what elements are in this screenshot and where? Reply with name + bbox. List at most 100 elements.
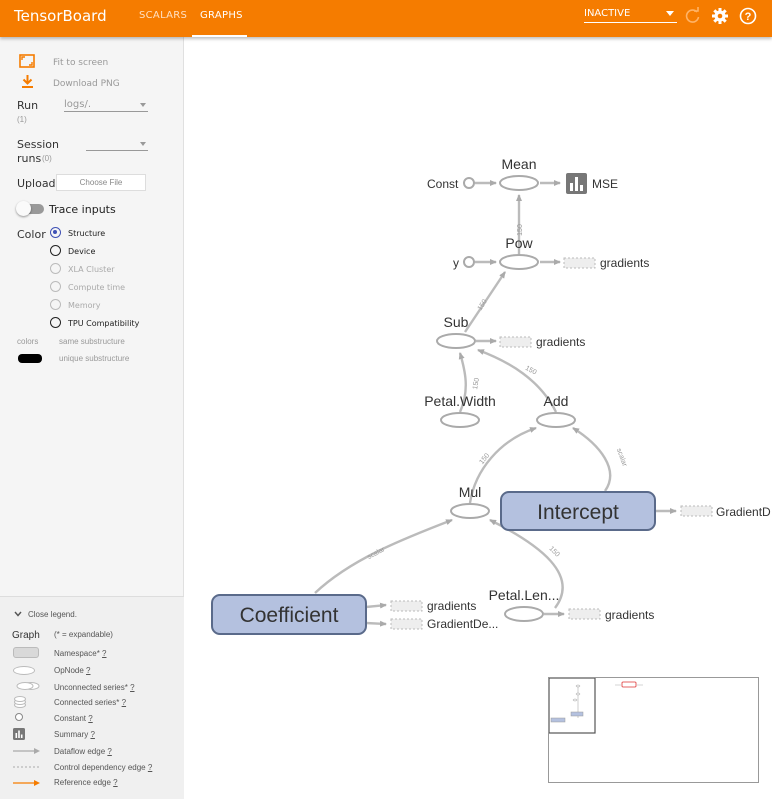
radio-memory bbox=[50, 299, 61, 310]
run-status-select[interactable]: INACTIVE bbox=[584, 8, 677, 23]
summary-legend-icon bbox=[13, 728, 25, 740]
summary-icon[interactable] bbox=[566, 173, 587, 194]
radio-structure[interactable] bbox=[50, 227, 61, 238]
edge-coefficient-mul bbox=[314, 518, 453, 594]
node-label-coefficient: Coefficient bbox=[240, 604, 339, 627]
help-link[interactable]: ? bbox=[147, 763, 153, 772]
help-link[interactable]: ? bbox=[113, 778, 118, 787]
namespace-legend-icon bbox=[13, 647, 39, 658]
node-add[interactable] bbox=[536, 412, 576, 428]
chevron-down-icon bbox=[140, 142, 146, 146]
radio-label-tpu-compatibility: TPU Compatibility bbox=[68, 319, 140, 328]
edge-petalwidth-sub bbox=[458, 352, 467, 413]
graph-canvas[interactable]: 150 150 150 150 150 scalar scalar 150 Me… bbox=[185, 37, 772, 799]
run-select[interactable]: logs/. bbox=[64, 99, 148, 112]
node-pow[interactable] bbox=[499, 254, 539, 270]
node-label-petal-length-gradients: gradients bbox=[605, 608, 654, 622]
radio-label-memory: Memory bbox=[68, 301, 101, 310]
node-mean[interactable] bbox=[499, 175, 539, 191]
edge-sub-pow bbox=[464, 271, 506, 333]
svg-text:?: ? bbox=[745, 11, 752, 23]
toggle-knob bbox=[16, 201, 31, 216]
radio-label-compute-time: Compute time bbox=[68, 283, 126, 292]
node-sub[interactable] bbox=[436, 333, 476, 349]
download-icon[interactable] bbox=[21, 75, 34, 89]
legend-item-summary: Summary ? bbox=[54, 730, 95, 739]
connected-series-legend-icon bbox=[14, 696, 26, 708]
node-label-sub: Sub bbox=[444, 314, 469, 330]
reference-edge-legend-icon bbox=[13, 780, 40, 786]
node-sub-gradients[interactable] bbox=[499, 336, 532, 348]
node-coefficient-gradientdescent[interactable] bbox=[390, 618, 423, 630]
node-pow-gradients[interactable] bbox=[563, 257, 596, 269]
node-label-pow-gradients: gradients bbox=[600, 256, 649, 270]
run-count: (1) bbox=[17, 115, 27, 124]
fit-to-screen-icon[interactable] bbox=[19, 54, 35, 68]
colors-label: colors bbox=[17, 337, 39, 346]
node-const[interactable] bbox=[463, 177, 475, 189]
app-title: TensorBoard bbox=[14, 7, 107, 25]
top-app-bar: TensorBoard SCALARS GRAPHS INACTIVE ? bbox=[0, 0, 772, 37]
minimap-preview bbox=[549, 678, 643, 734]
node-coefficient[interactable] bbox=[211, 594, 367, 635]
node-intercept[interactable] bbox=[500, 491, 656, 531]
refresh-icon[interactable] bbox=[683, 6, 703, 26]
trace-inputs-toggle[interactable] bbox=[16, 201, 44, 216]
help-link[interactable]: ? bbox=[130, 683, 135, 692]
radio-tpu-compatibility[interactable] bbox=[50, 317, 61, 328]
radio-compute-time bbox=[50, 281, 61, 292]
help-link[interactable]: ? bbox=[90, 730, 95, 739]
session-runs-select[interactable] bbox=[86, 138, 148, 151]
run-label: Run bbox=[17, 99, 39, 112]
node-petal-length-gradients[interactable] bbox=[568, 608, 601, 620]
node-label-intercept: Intercept bbox=[537, 501, 619, 524]
node-label-petal-width: Petal.Width bbox=[424, 393, 496, 409]
node-label-pow: Pow bbox=[505, 235, 533, 251]
edge-mul-add bbox=[468, 426, 537, 504]
help-link[interactable]: ? bbox=[107, 747, 112, 756]
edge-label-add-sub: 150 bbox=[524, 365, 538, 377]
radio-device[interactable] bbox=[50, 245, 61, 256]
tab-scalars[interactable]: SCALARS bbox=[139, 10, 188, 21]
edge-label-petal-sub: 150 bbox=[472, 377, 481, 390]
edge-label-petal-mul: 150 bbox=[547, 545, 560, 558]
control-dependency-edge-legend-icon bbox=[13, 766, 40, 768]
legend-item-dataflow-edge: Dataflow edge ? bbox=[54, 747, 112, 756]
help-link[interactable]: ? bbox=[86, 666, 91, 675]
session-runs-label: Session bbox=[17, 138, 59, 151]
minimap-viewport bbox=[549, 678, 596, 734]
node-label-intercept-gradient: GradientD bbox=[716, 505, 771, 519]
help-link[interactable]: ? bbox=[121, 698, 127, 707]
tab-graphs[interactable]: GRAPHS bbox=[200, 10, 243, 21]
settings-icon[interactable] bbox=[710, 6, 730, 26]
help-icon[interactable]: ? bbox=[738, 6, 758, 26]
edge-label-intercept-add: scalar bbox=[615, 448, 628, 469]
edge-intercept-add bbox=[572, 426, 612, 492]
close-legend-button[interactable]: Close legend. bbox=[28, 610, 77, 619]
node-label-mean: Mean bbox=[501, 156, 536, 172]
node-coefficient-gradients[interactable] bbox=[390, 600, 423, 612]
legend-item-opnode: OpNode ? bbox=[54, 666, 91, 675]
chevron-down-icon[interactable] bbox=[14, 611, 22, 617]
radio-label-structure: Structure bbox=[68, 229, 106, 238]
node-petal-length[interactable] bbox=[504, 606, 544, 622]
chevron-down-icon bbox=[666, 11, 674, 16]
fit-to-screen-button[interactable]: Fit to screen bbox=[53, 58, 109, 68]
active-tab-indicator bbox=[192, 35, 247, 37]
node-label-petal-length: Petal.Len... bbox=[489, 587, 560, 603]
legend-item-connected-series: Connected series* ? bbox=[54, 698, 127, 707]
help-link[interactable]: ? bbox=[88, 714, 93, 723]
edge-label-pow-mean: 150 bbox=[517, 224, 524, 236]
node-y[interactable] bbox=[463, 256, 475, 268]
node-label-coefficient-gradientdescent: GradientDe... bbox=[427, 617, 498, 631]
node-mul[interactable] bbox=[450, 503, 490, 519]
legend-item-reference-edge: Reference edge ? bbox=[54, 778, 118, 787]
session-runs-label-2: runs bbox=[17, 152, 42, 165]
edge-coefficient-gradients bbox=[365, 602, 387, 609]
graph-minimap[interactable] bbox=[548, 677, 759, 783]
help-link[interactable]: ? bbox=[102, 649, 107, 658]
node-petal-width[interactable] bbox=[440, 412, 480, 428]
node-intercept-gradient[interactable] bbox=[680, 505, 713, 517]
choose-file-button[interactable]: Choose File bbox=[56, 174, 146, 191]
download-png-button[interactable]: Download PNG bbox=[53, 79, 120, 89]
